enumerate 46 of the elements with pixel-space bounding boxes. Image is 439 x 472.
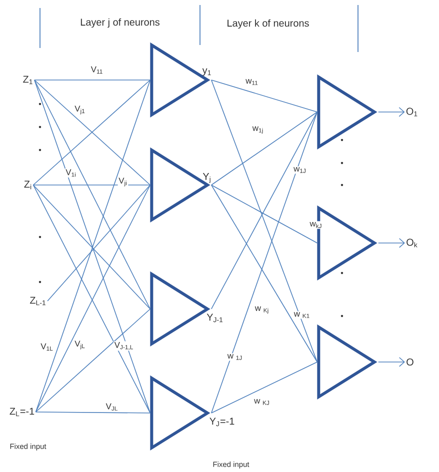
weight-label: V$_{ji}$: [118, 176, 128, 188]
weight-label: V$_{11}$: [90, 66, 104, 74]
node-label: Z$_{i}$: [24, 180, 32, 190]
connection-line: [47, 184, 151, 302]
connection-line: [34, 80, 151, 310]
weight-label: w $_{1J}$: [226, 353, 244, 361]
weight-label: V$_{jL}$: [74, 340, 86, 350]
weight-label: w$_{1j}$: [252, 126, 264, 134]
weight-label: V$_{1L}$: [40, 342, 54, 352]
node-label: Z$_{L-1}$: [30, 296, 46, 306]
weight-label: w$_{1J}$: [292, 166, 308, 174]
weight-label: w$_{kJ}$: [308, 221, 324, 229]
connection-line: [210, 112, 318, 414]
output-label: Y$_{J}$=-1: [210, 418, 234, 426]
output-label: y$_{1}$: [202, 68, 211, 76]
weight-label: w$_{11}$: [244, 78, 260, 86]
node-label: O$_{1}$: [406, 108, 418, 116]
node-label: O$_{k}$: [406, 238, 418, 248]
weight-label: w $_{Kj}$: [254, 306, 270, 314]
weight-label: w $_{K1}$: [293, 311, 311, 319]
arrow: [378, 107, 405, 117]
connection-line: [35, 308, 151, 412]
weight-label: V$_{JL}$: [105, 402, 119, 412]
node-label: O: [406, 358, 414, 366]
connection-line: [210, 184, 318, 362]
connection-line: [210, 80, 318, 362]
layer-heading: Layer j of neurons: [80, 18, 160, 28]
arrow: [378, 357, 405, 367]
weight-label: V$_{J-1,L}$: [114, 341, 134, 351]
layer-heading: Layer k of neurons: [228, 19, 309, 29]
output-label: Y$_{j}$: [202, 173, 210, 183]
output-label: Y$_{J-1}$: [206, 314, 223, 322]
connection-line: [32, 184, 151, 186]
node-label: Z$_{L}$=-1: [10, 408, 34, 416]
weight-label: w $_{KJ}$: [253, 398, 271, 406]
connection-line: [210, 362, 318, 414]
weight-label: V$_{j1}$: [74, 104, 86, 116]
weight-label: V$_{1i}$: [64, 168, 78, 178]
connection-line: [210, 112, 318, 310]
connection-line: [32, 184, 151, 310]
connection-line: [210, 184, 318, 244]
connection-line: [210, 112, 318, 186]
arrow: [378, 238, 405, 248]
connection-line: [35, 412, 151, 414]
node-label: Z$_{1}$: [23, 76, 32, 84]
connection-line: [210, 80, 318, 112]
